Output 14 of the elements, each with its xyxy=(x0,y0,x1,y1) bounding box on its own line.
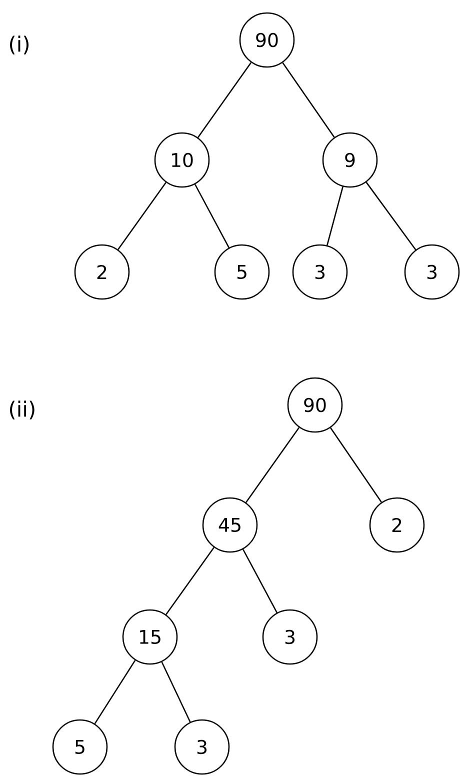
tree-edge xyxy=(366,182,416,250)
tree-edge xyxy=(326,186,344,246)
tree-edge xyxy=(330,427,382,503)
tree-edge xyxy=(194,184,230,248)
tree-edge xyxy=(161,662,191,722)
tree-edge xyxy=(118,182,166,250)
tree-edge xyxy=(242,549,278,613)
tree-edge xyxy=(245,427,300,503)
tree-edge xyxy=(166,547,214,615)
tree-edge xyxy=(282,62,335,138)
part-label: (i) xyxy=(10,36,29,54)
part-label: (ii) xyxy=(10,400,34,420)
tree-edge xyxy=(197,62,252,138)
tree-edge xyxy=(94,660,136,724)
